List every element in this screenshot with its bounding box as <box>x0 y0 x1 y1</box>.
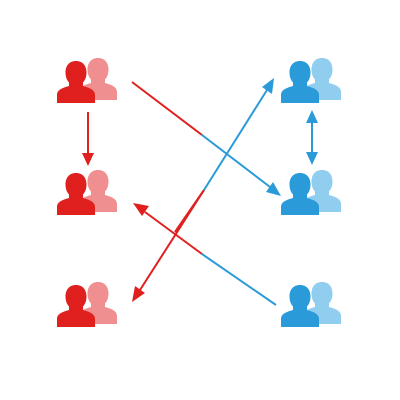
edge-red1-red2 <box>82 112 94 166</box>
red-group-2 <box>57 170 117 215</box>
nodes-layer <box>57 58 341 327</box>
blue-group-1 <box>281 58 341 103</box>
user-group-icon <box>57 170 117 215</box>
blue-group-3 <box>281 282 341 327</box>
edge-blue1-blue2 <box>306 110 318 165</box>
red-group-1 <box>57 58 117 103</box>
blue-group-2 <box>281 170 341 215</box>
user-group-icon <box>281 170 341 215</box>
user-group-icon <box>57 58 117 103</box>
user-group-icon <box>281 58 341 103</box>
user-group-icon <box>281 282 341 327</box>
edge-red2-blue1 <box>174 78 274 233</box>
edges-layer <box>82 78 318 306</box>
edge-blue1-red3 <box>132 189 205 302</box>
edge-blue3-red2 <box>133 203 277 306</box>
red-group-3 <box>57 282 117 327</box>
user-group-icon <box>57 282 117 327</box>
edge-red1-blue2 <box>131 81 281 196</box>
